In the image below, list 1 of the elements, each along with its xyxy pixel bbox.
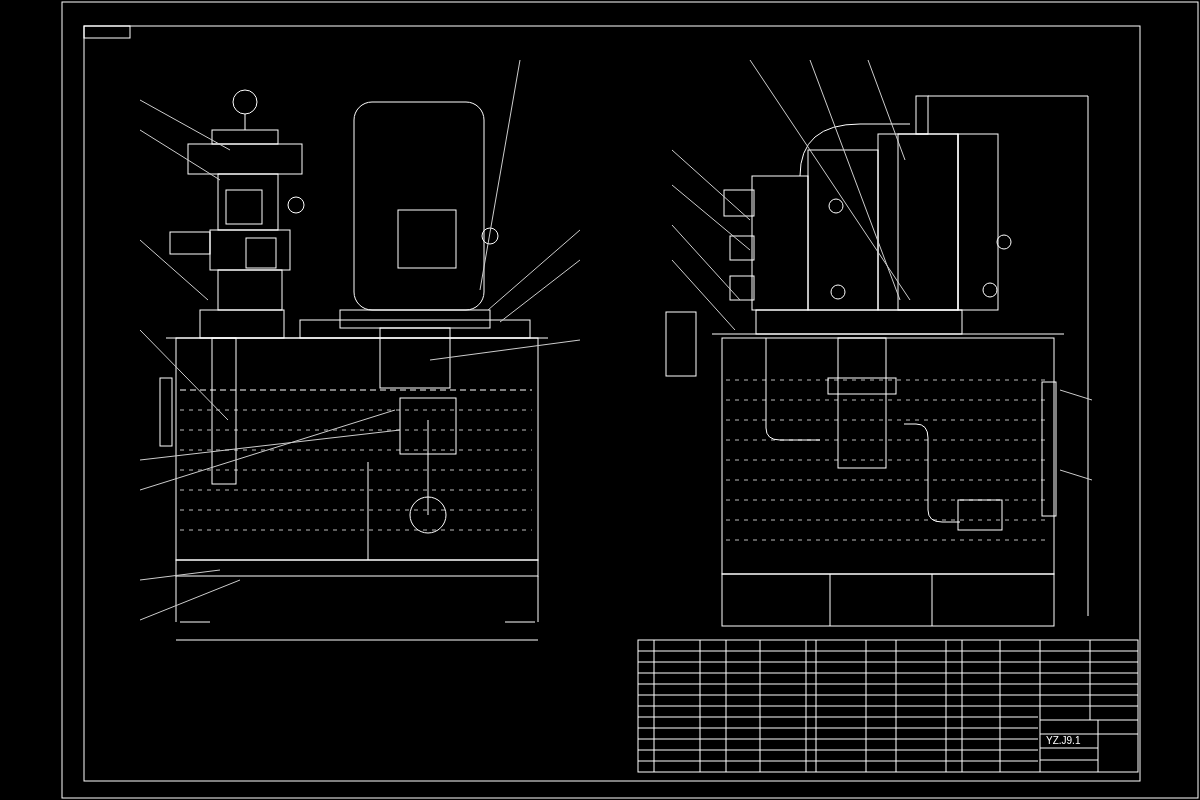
drawing-number: YZ.J9.1 [1046, 735, 1081, 747]
